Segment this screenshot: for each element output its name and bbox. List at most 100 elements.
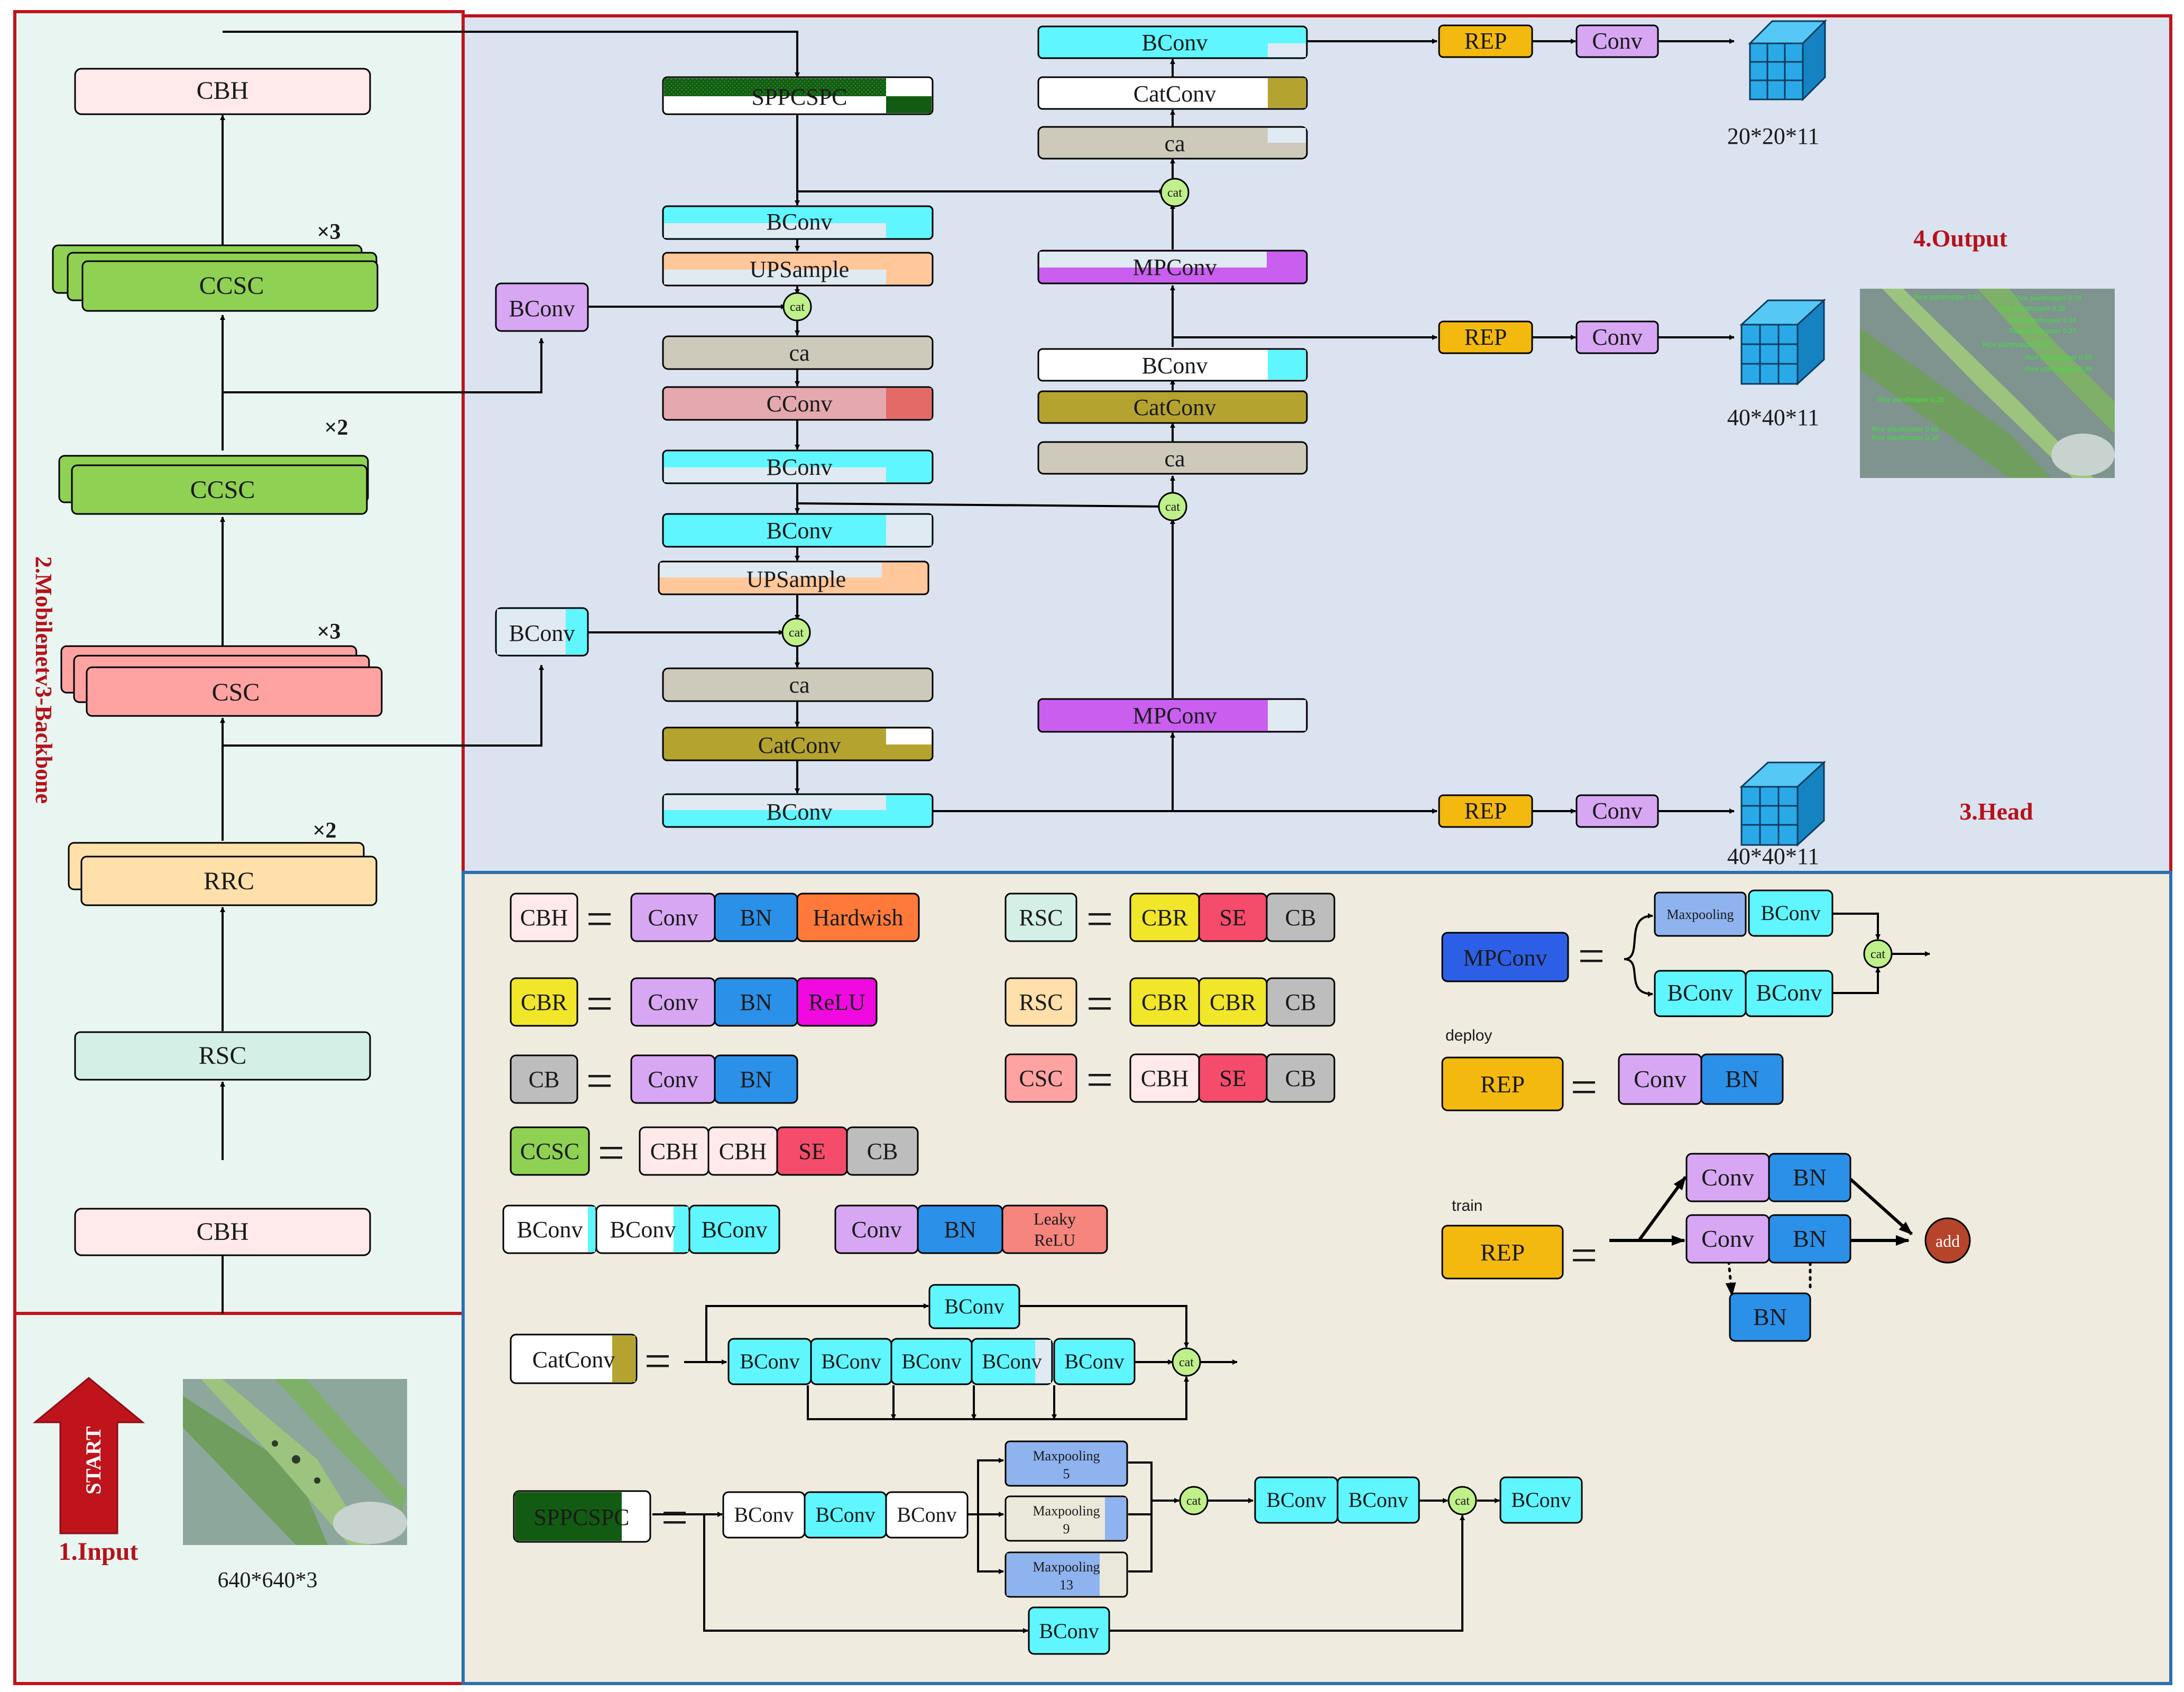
legend-catconv-cat-label: cat xyxy=(1179,1356,1194,1369)
legend-sppcspc-bottom xyxy=(1028,1606,1110,1655)
legend-catconv-chain-1-label: BConv xyxy=(740,1349,799,1373)
legend-rsc-1-cbr-label: CBR xyxy=(1141,905,1188,931)
legend-deploy-bn-label: BN xyxy=(1725,1065,1759,1092)
head-r-bconv-top-label: BConv xyxy=(1142,30,1208,56)
legend-ccsc-cbh-2-label: CBH xyxy=(719,1138,767,1164)
legend-mpconv-maxpool-label: Maxpooling xyxy=(1666,907,1734,922)
legend-cbh-bn-label: BN xyxy=(740,905,772,931)
legend-sppcspc-label: SPPCSPC xyxy=(533,1504,629,1530)
backbone-csc-label: CSC xyxy=(212,678,260,706)
section-head-label: 3.Head xyxy=(1959,798,2033,825)
legend-eq-catconv: = xyxy=(644,1335,671,1387)
head-ca-1 xyxy=(662,335,934,370)
prediction-label: Rice planthopper 0.34 xyxy=(2009,316,2076,324)
legend-train-bn-bottom-label: BN xyxy=(1753,1303,1787,1330)
legend-sppcspc-bottom-label: BConv xyxy=(1039,1619,1099,1643)
legend-mpconv-bconv-1-label: BConv xyxy=(1761,901,1820,925)
prediction-label: Rice planthopper 0.58 xyxy=(2025,353,2092,361)
legend-catconv xyxy=(510,1334,638,1384)
head-r-cat-top xyxy=(1160,178,1190,207)
output-cube-3 xyxy=(1739,760,1826,847)
legend-bconv-c-label: BConv xyxy=(702,1217,768,1243)
output-size-1: 20*20*11 xyxy=(1727,123,1819,149)
legend-train-mid-bn-label: BN xyxy=(1793,1225,1827,1252)
legend-eq-ccsc: = xyxy=(598,1127,625,1179)
backbone-cbh-bottom-label: CBH xyxy=(197,1218,249,1246)
legend-eq-rsc-1: = xyxy=(1086,893,1113,945)
head-conv-2 xyxy=(1575,320,1659,354)
legend-eq-sppcspc: = xyxy=(661,1492,688,1544)
legend-ccsc-cb xyxy=(846,1126,919,1176)
head-r-ca-mid-label: ca xyxy=(1164,446,1185,472)
legend-eq-cb: = xyxy=(586,1055,613,1107)
head-side-bconv-2-label: BConv xyxy=(509,620,575,646)
backbone-repeat-x3-top: ×3 xyxy=(317,220,341,244)
head-r-catconv-mid xyxy=(1037,390,1308,424)
head-ca-2 xyxy=(662,667,934,702)
head-cconv xyxy=(662,386,934,421)
legend-cbr-relu-label: ReLU xyxy=(808,989,865,1015)
legend-cb-bn-label: BN xyxy=(740,1066,772,1092)
legend-mpconv-bconv-2-label: BConv xyxy=(1667,980,1734,1006)
legend-ccsc xyxy=(510,1126,590,1176)
legend-catconv-label: CatConv xyxy=(532,1347,615,1373)
legend-sppcspc-cat-1-label: cat xyxy=(1186,1494,1201,1508)
legend-ccsc-cb-label: CB xyxy=(867,1138,898,1164)
head-rep-2 xyxy=(1438,320,1533,354)
prediction-label: Rice planthopper 0.36 xyxy=(1998,305,2066,312)
legend-rsc-2-cb xyxy=(1266,977,1335,1027)
legend-sppcspc-final xyxy=(1499,1476,1583,1524)
legend-mpconv-cat xyxy=(1863,939,1893,969)
output-cube-1 xyxy=(1748,19,1827,102)
legend-train-top-bn xyxy=(1768,1153,1851,1202)
head-bconv-2-label: BConv xyxy=(767,454,833,480)
backbone-cbh-bottom xyxy=(74,1208,371,1256)
head-rep-1 xyxy=(1438,24,1533,58)
legend-rsc-1-cb-label: CB xyxy=(1285,905,1316,931)
head-rep-3-label: REP xyxy=(1464,798,1507,824)
legend-mpconv-maxpool xyxy=(1654,891,1747,937)
head-rep-1-label: REP xyxy=(1464,28,1507,54)
legend-catconv-chain-4-label: BConv xyxy=(982,1349,1042,1373)
head-r-bconv-mid xyxy=(1037,348,1308,382)
head-arrows xyxy=(588,39,1735,814)
head-r-ca-mid xyxy=(1037,441,1308,475)
legend-eq-deploy: = xyxy=(1571,1061,1598,1114)
legend-eq-train: = xyxy=(1571,1229,1598,1282)
head-r-bconv-top xyxy=(1037,25,1308,59)
legend-bconv-c xyxy=(688,1204,780,1254)
backbone-rsc-label: RSC xyxy=(199,1042,247,1070)
backbone-ccsc-top-label: CCSC xyxy=(199,272,264,300)
head-cat-2 xyxy=(781,618,811,647)
legend-sppcspc-after-1-label: BConv xyxy=(1266,1488,1326,1512)
head-r-mpconv-top-label: MPConv xyxy=(1133,254,1217,280)
legend-rsc-2-cb-label: CB xyxy=(1285,989,1316,1015)
legend-sppcspc-final-label: BConv xyxy=(1511,1488,1571,1512)
backbone-ccsc-top xyxy=(52,244,379,312)
prediction-label: Rice planthopper 0.74 xyxy=(2014,294,2081,302)
head-ca-2-label: ca xyxy=(789,672,809,698)
head-r-mpconv-bottom-label: MPConv xyxy=(1133,703,1217,729)
legend-cbh-hardwish-label: Hardwish xyxy=(813,905,903,931)
legend-cbh xyxy=(510,893,578,942)
backbone-rrc xyxy=(68,842,377,906)
legend-ccsc-cbh-1-label: CBH xyxy=(650,1138,698,1164)
legend-sppcspc-cat-2 xyxy=(1448,1486,1477,1515)
legend-rsc-1-label: RSC xyxy=(1019,905,1063,931)
head-cat-1-label: cat xyxy=(790,300,805,314)
backbone-repeat-x2-rrc: ×2 xyxy=(313,819,337,843)
legend-eq-cbh: = xyxy=(586,893,613,945)
section-backbone-label: 2.Mobilenetv3-Backbone xyxy=(31,556,57,804)
input-image xyxy=(183,1379,407,1545)
legend-rep-train-label: REP xyxy=(1480,1239,1525,1266)
legend-train-top-conv-label: Conv xyxy=(1701,1164,1754,1191)
legend-train-connectors xyxy=(1609,1176,1913,1246)
backbone-csc xyxy=(60,645,383,717)
prediction-label: Rice planthopper 0.38 xyxy=(1872,434,1939,442)
backbone-cbh-top xyxy=(74,68,371,115)
head-r-bconv-mid-label: BConv xyxy=(1142,353,1208,379)
legend-sppcspc-maxpool-9 xyxy=(1005,1495,1128,1542)
legend-rsc-1-cb xyxy=(1266,893,1335,942)
legend-deploy-label: deploy xyxy=(1445,1027,1492,1044)
